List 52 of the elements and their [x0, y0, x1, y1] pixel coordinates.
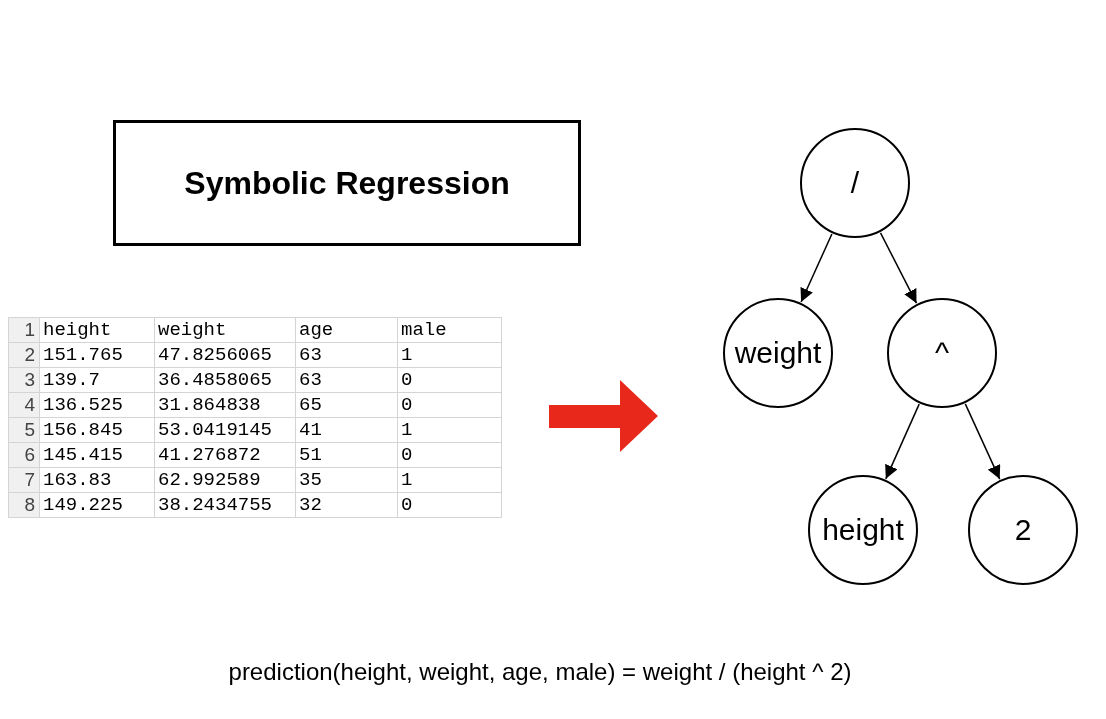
row-number: 2	[8, 342, 40, 368]
row-number: 8	[8, 492, 40, 518]
table-cell: 156.845	[39, 417, 155, 443]
node-label: ^	[934, 336, 950, 370]
row-number: 6	[8, 442, 40, 468]
arrow	[885, 403, 920, 480]
table-cell: 0	[397, 492, 502, 518]
table-cell: 1	[397, 417, 502, 443]
caption: prediction(height, weight, age, male) = weight / (height ^ 2)	[227, 658, 853, 686]
table-cell: 51	[295, 442, 398, 468]
table-cell: 38.2434755	[154, 492, 296, 518]
table-cell: male	[397, 317, 502, 343]
table-cell: 53.0419145	[154, 417, 296, 443]
table-cell: 47.8256065	[154, 342, 296, 368]
table-cell: 1	[397, 467, 502, 493]
arrow	[964, 403, 1001, 480]
table-cell: 32	[295, 492, 398, 518]
table-cell: 62.992589	[154, 467, 296, 493]
table-cell: 139.7	[39, 367, 155, 393]
node-label: height	[822, 513, 904, 547]
table-cell: 136.525	[39, 392, 155, 418]
row-number: 4	[8, 392, 40, 418]
arrow	[800, 233, 833, 303]
table-cell: 149.225	[39, 492, 155, 518]
row-number: 7	[8, 467, 40, 493]
table-cell: 36.4858065	[154, 367, 296, 393]
table-cell: 0	[397, 392, 502, 418]
node-label: weight	[734, 336, 822, 370]
row-number: 1	[8, 317, 40, 343]
arrow	[879, 232, 918, 304]
table-cell: 145.415	[39, 442, 155, 468]
table-cell: 63	[295, 367, 398, 393]
table-cell: 63	[295, 342, 398, 368]
node-label: /	[850, 166, 860, 200]
table-cell: weight	[154, 317, 296, 343]
row-number: 5	[8, 417, 40, 443]
table-cell: 1	[397, 342, 502, 368]
node-label: 2	[1014, 513, 1032, 547]
table-cell: 41	[295, 417, 398, 443]
table-cell: 31.864838	[154, 392, 296, 418]
table-cell: 65	[295, 392, 398, 418]
table-cell: age	[295, 317, 398, 343]
table-cell: 41.276872	[154, 442, 296, 468]
table-cell: 163.83	[39, 467, 155, 493]
title-text: Symbolic Regression	[184, 164, 510, 202]
row-number: 3	[8, 367, 40, 393]
title-box	[113, 120, 581, 246]
table-cell: 35	[295, 467, 398, 493]
table-cell: 0	[397, 442, 502, 468]
table-cell: 0	[397, 367, 502, 393]
table-cell: 151.765	[39, 342, 155, 368]
table-cell: height	[39, 317, 155, 343]
